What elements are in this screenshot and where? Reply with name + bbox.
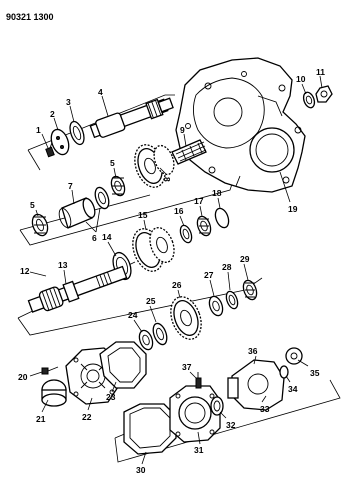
callout-16: 16 [174,206,184,216]
bearing-part-17 [196,215,212,237]
ring-part-6 [94,186,110,210]
callout-22: 22 [82,412,92,422]
rear-housing-group [123,347,303,455]
ring-part-10 [302,91,316,109]
plate-part-2 [50,128,70,156]
callout-23: 23 [106,392,116,402]
callout-4: 4 [98,87,103,97]
callout-9: 9 [180,125,185,135]
bearing-part-5-lower [31,213,49,237]
callout-5-upper: 5 [110,158,115,168]
lower-gear-group [138,279,258,351]
upper-shaft-group [45,97,174,158]
callout-8: 8 [162,177,172,182]
front-cover-group [41,341,147,407]
callout-27: 27 [204,270,214,280]
nut-part-35 [285,347,303,365]
callout-20: 20 [18,372,28,382]
nut-part-11 [315,85,333,103]
sleeve-part-7 [58,197,96,229]
gasket-part-30 [123,403,177,455]
gear-part-15 [132,227,175,272]
ring-part-25 [152,322,168,346]
callout-numbers: 1 2 3 4 5 5 6 7 8 9 10 11 12 13 14 15 16… [18,67,325,475]
output-shaft-group [27,265,128,313]
callout-2: 2 [50,109,55,119]
ring-part-34 [279,365,289,379]
callout-15: 15 [138,210,148,220]
callout-35: 35 [310,368,320,378]
callout-26: 26 [172,280,182,290]
callout-17: 17 [194,196,204,206]
callout-3: 3 [66,97,71,107]
ring-part-28 [225,290,239,310]
bearing-part-5-upper [110,175,126,197]
callout-24: 24 [128,310,138,320]
ring-part-16 [179,224,193,244]
callout-36: 36 [248,346,258,356]
callout-1: 1 [36,125,41,135]
callout-37: 37 [182,362,192,372]
callout-21: 21 [36,414,46,424]
ring-part-24 [138,329,154,351]
housing-part-31 [169,385,221,443]
callout-30: 30 [136,465,146,475]
bearing-part-29 [242,279,258,301]
extension-housing-part-33 [227,359,285,411]
cap-part-21 [41,379,67,407]
diagram-code: 90321 1300 [6,12,54,22]
ring-part-27 [208,295,224,317]
callout-33: 33 [260,404,270,414]
bolt-part-20 [41,366,59,375]
callout-5-lower: 5 [30,200,35,210]
leader-lines [29,75,323,465]
upper-right-small-parts [302,85,333,109]
callout-29: 29 [240,254,250,264]
callout-12: 12 [20,266,30,276]
callout-18: 18 [212,188,222,198]
ring-part-18 [214,207,230,229]
callout-32: 32 [226,420,236,430]
shaft-part-4 [89,97,174,139]
callout-14: 14 [102,232,112,242]
middle-upper-group [31,139,207,237]
gasket-part-23 [99,341,147,389]
callout-19: 19 [288,204,298,214]
callout-13: 13 [58,260,68,270]
gear-part-8 [134,144,175,188]
callout-31: 31 [194,445,204,455]
callout-11: 11 [316,67,325,77]
callout-6: 6 [92,233,97,243]
callout-7: 7 [68,181,73,191]
ring-part-3 [69,120,85,146]
shaft-part-13 [27,265,128,313]
callout-25: 25 [146,296,156,306]
gear-part-26 [170,296,202,340]
bolt-part-37 [195,372,202,389]
chain-part-9 [171,139,207,165]
case-housing-part-19 [175,57,306,193]
callout-10: 10 [296,74,306,84]
seal-part-32 [210,396,224,416]
callout-28: 28 [222,262,232,272]
callout-34: 34 [288,384,298,394]
middle-gear-group [112,207,230,281]
